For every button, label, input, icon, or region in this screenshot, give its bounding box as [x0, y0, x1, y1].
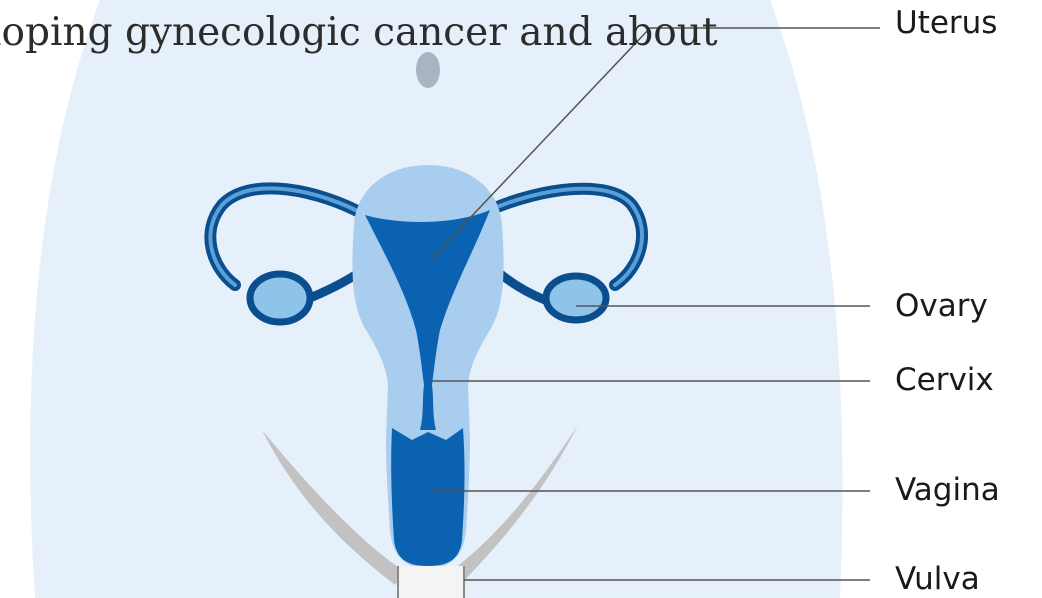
top-drop-mark	[416, 52, 440, 88]
ovary-left	[250, 274, 310, 322]
ovary-right	[546, 276, 606, 320]
label-cervix: Cervix	[895, 365, 994, 396]
label-ovary: Ovary	[895, 291, 988, 322]
label-vulva: Vulva	[895, 564, 980, 595]
overlay-caption-text: eloping gynecologic cancer and about	[0, 10, 718, 57]
vulva-opening	[398, 566, 464, 598]
label-uterus: Uterus	[895, 8, 997, 39]
vagina-canal	[391, 428, 464, 566]
label-vagina: Vagina	[895, 475, 1000, 506]
